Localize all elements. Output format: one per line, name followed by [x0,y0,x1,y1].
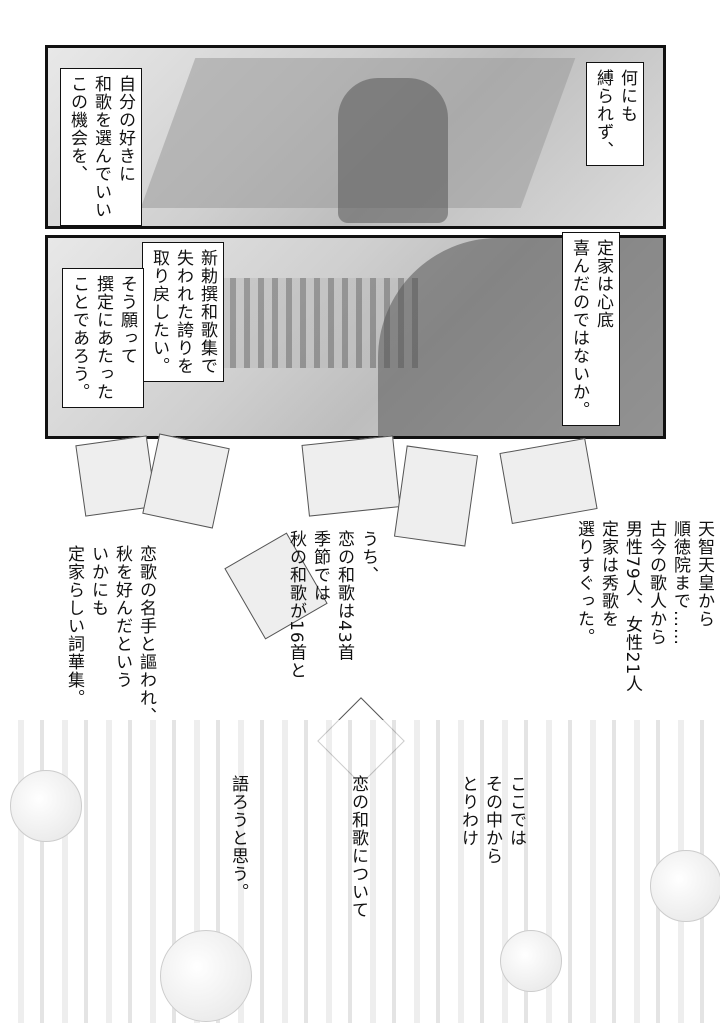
narration-line: ここでは [506,775,526,847]
bokeh-circle [650,850,720,922]
narration-line: うち、 [358,530,378,584]
caption-line: 喜んだのではないか。 [569,239,589,419]
narration-line: 恋歌の名手と謳われ、 [136,545,156,725]
narration-line: 秋の和歌が16首と [286,530,306,680]
narration-block-3: 恋歌の名手と謳われ、 秋を好んだという いかにも 定家らしい詞華集。 [62,545,158,725]
poem-paper [499,437,598,525]
panel-1 [45,45,666,229]
poem-paper [142,433,230,529]
caption-panel1-right: 何にも 縛られず、 [586,62,644,166]
narration-line: 季節では [310,530,330,602]
narration-line: 語ろうと思う。 [228,775,248,901]
narration-line: 恋の和歌について [348,775,368,919]
figure-illustration [338,78,448,223]
caption-line: 撰定にあたった [93,275,113,401]
caption-panel2-middle: 新勅撰和歌集で 失われた誇りを 取り戻したい。 [142,242,224,382]
caption-line: 定家は心底 [593,239,613,329]
poem-paper [301,435,401,517]
narration-line: その中から [482,775,502,865]
caption-line: 和歌を選んでいい [91,75,111,219]
figure-illustration [378,238,663,436]
narration-line: 選りすぐった。 [574,520,594,646]
caption-line: 縛られず、 [593,69,613,159]
narration-block-4: ここでは その中から とりわけ [456,775,528,865]
narration-block-1: 天智天皇から 順徳院まで…… 古今の歌人から 男性79人、女性21人 定家は秀歌… [572,520,716,693]
caption-line: 何にも [617,69,637,123]
caption-line: ことであろう。 [69,275,89,401]
narration-line: いかにも [88,545,108,617]
bokeh-circle [160,930,252,1022]
caption-line: そう願って [117,275,137,365]
caption-line: 新勅撰和歌集で [197,249,217,375]
narration-line: 定家らしい詞華集。 [64,545,84,707]
narration-line: 古今の歌人から [646,520,666,646]
narration-line: 秋を好んだという [112,545,132,689]
narration-line: 男性79人、女性21人 [622,520,642,694]
bokeh-circle [10,770,82,842]
narration-line: 定家は秀歌を [598,520,618,628]
poem-paper [393,445,479,547]
narration-block-2: うち、 恋の和歌は43首 季節では 秋の和歌が16首と [284,530,380,680]
caption-line: 自分の好きに [115,75,135,183]
narration-line: 順徳院まで…… [670,520,690,646]
caption-panel2-left: そう願って 撰定にあたった ことであろう。 [62,268,144,408]
narration-line: 恋の和歌は43首 [334,530,354,662]
narration-line: 天智天皇から [694,520,714,628]
narration-line: とりわけ [458,775,478,847]
caption-panel2-right: 定家は心底 喜んだのではないか。 [562,232,620,426]
bokeh-background [0,720,720,1023]
caption-line: この機会を、 [67,75,87,183]
caption-line: 失われた誇りを [173,249,193,375]
narration-block-6: 語ろうと思う。 [226,775,250,901]
caption-panel1-left: 自分の好きに 和歌を選んでいい この機会を、 [60,68,142,226]
caption-line: 取り戻したい。 [149,249,169,375]
narration-block-5: 恋の和歌について [346,775,370,919]
bokeh-circle [500,930,562,992]
